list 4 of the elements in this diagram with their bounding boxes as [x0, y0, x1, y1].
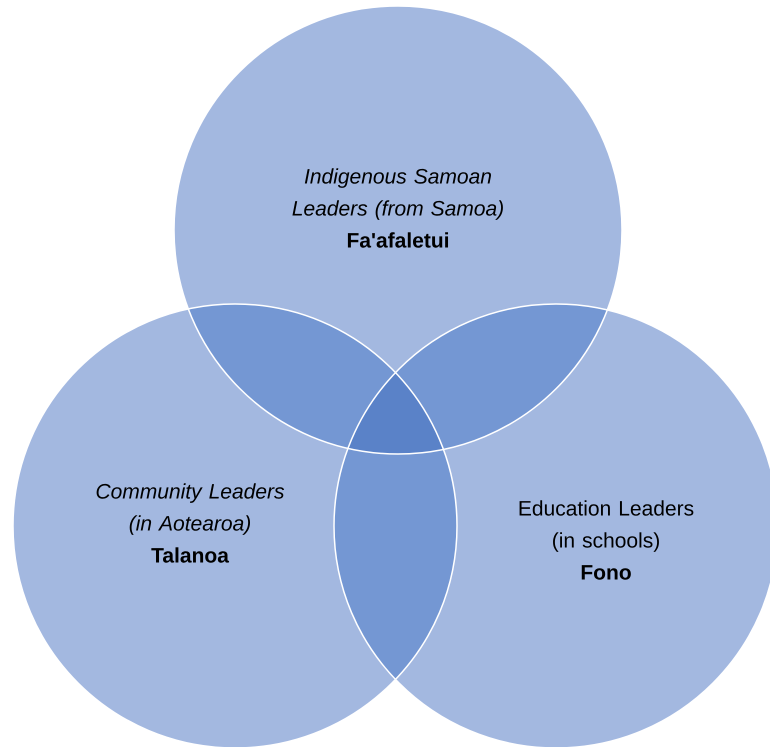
circle-label: Community Leaders (in Aotearoa) Talanoa — [96, 483, 284, 563]
venn-circle — [173, 5, 623, 455]
circle-label: Education Leaders (in schools) Fono — [520, 500, 694, 580]
circle-label: Indigenous Samoan Leaders (from Samoa) Fa'afaletui — [292, 168, 503, 248]
